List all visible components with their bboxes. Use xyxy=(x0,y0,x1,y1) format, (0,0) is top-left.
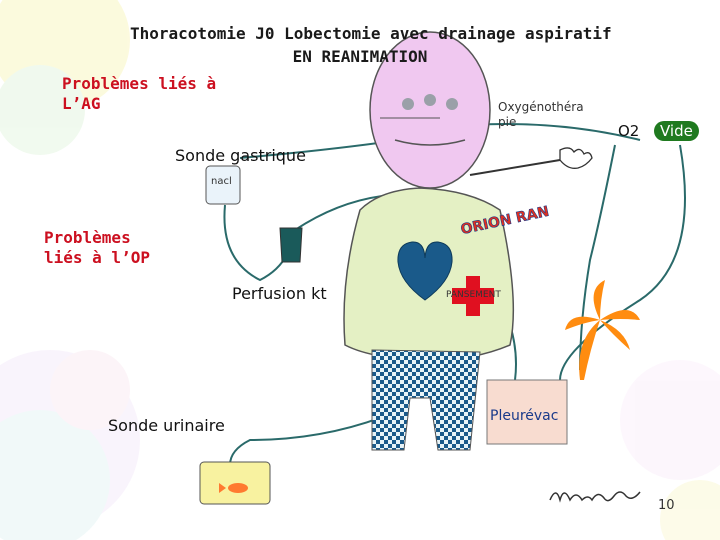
trousers xyxy=(371,349,481,451)
fish-icon xyxy=(219,483,248,493)
oxygen-label: Oxygénothéra pie xyxy=(498,100,584,130)
oxygen-tube xyxy=(469,123,641,141)
problems-ag-line-2: L’AG xyxy=(62,94,101,113)
signature xyxy=(549,491,641,503)
vide-badge: Vide xyxy=(654,121,699,141)
nacl-label: nacl xyxy=(211,176,232,187)
problems-op-heading: Problèmes liés à l’OP xyxy=(44,228,150,268)
patient-head xyxy=(369,31,491,189)
urinary-tube xyxy=(229,409,401,466)
urine-bag xyxy=(199,461,271,505)
nacl-bag xyxy=(205,165,241,205)
title-line-1: Thoracotomie J0 Lobectomie avec drainage… xyxy=(130,24,612,43)
problems-ag-line-1: Problèmes liés à xyxy=(62,74,217,93)
heart-icon xyxy=(397,241,453,301)
perfusion-label: Perfusion kt xyxy=(232,284,327,303)
problems-op-line-2: liés à l’OP xyxy=(44,248,150,267)
palm-plant-icon xyxy=(565,280,640,380)
vide-tube xyxy=(559,144,686,381)
o2-tube xyxy=(579,144,616,371)
hand-icon xyxy=(559,147,593,169)
problems-ag-heading: Problèmes liés à L’AG xyxy=(62,74,216,114)
problems-op-line-1: Problèmes xyxy=(44,228,131,247)
page-number: 10 xyxy=(658,498,675,513)
o2-badge: O2 xyxy=(618,122,640,140)
red-cross-icon xyxy=(452,276,494,316)
pleurevac-box xyxy=(486,379,568,445)
arm-line xyxy=(469,159,561,176)
title-line-2: EN REANIMATION xyxy=(292,47,428,66)
oxygen-label-line-1: Oxygénothéra xyxy=(498,100,584,114)
slide-title: Thoracotomie J0 Lobectomie avec drainage… xyxy=(130,22,612,68)
pleurevac-label: Pleurévac xyxy=(490,408,559,424)
gastric-bag xyxy=(279,227,303,263)
sonde-gastrique-label: Sonde gastrique xyxy=(175,146,306,165)
sonde-urinaire-label: Sonde urinaire xyxy=(108,416,225,435)
face-details xyxy=(402,94,458,110)
oxygen-label-line-2: pie xyxy=(498,115,517,129)
pansement-label: PANSEMENT xyxy=(446,290,501,300)
